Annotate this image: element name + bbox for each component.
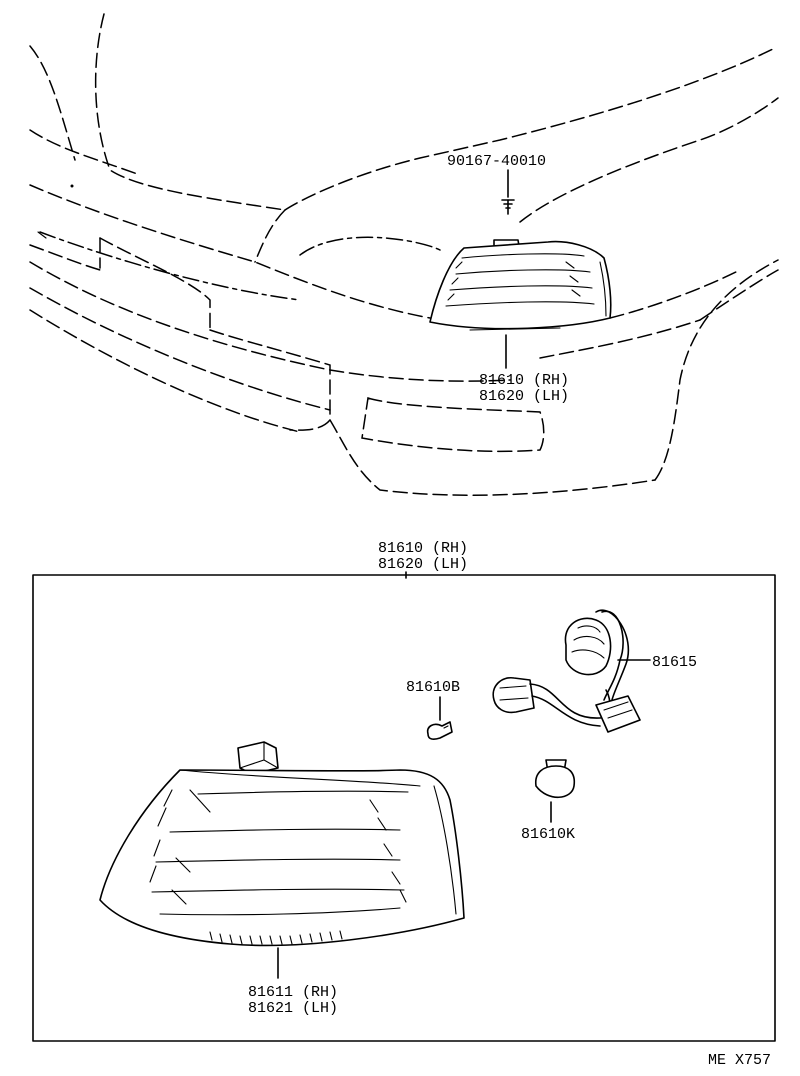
socket-wire-harness: [492, 609, 641, 733]
assy-rh-label: 81610 (RH): [378, 540, 468, 557]
small-bulb-icon: [426, 721, 453, 740]
assembly-frame: [32, 574, 776, 1042]
lens-lh-label: 81621 (LH): [248, 1000, 338, 1017]
vehicle-front-outline: [29, 13, 779, 496]
socket-wire-part-number: 81615: [652, 654, 697, 671]
lamp-assy-lh-label: 81620 (LH): [479, 388, 569, 405]
small-bulb-part-number: 81610B: [406, 679, 460, 696]
lens-rh-label: 81611 (RH): [248, 984, 338, 1001]
assy-lh-label: 81620 (LH): [378, 556, 468, 573]
lamp-assy-rh-label: 81610 (RH): [479, 372, 569, 389]
large-bulb-icon: [534, 759, 576, 799]
figure-code: ME X757: [708, 1052, 771, 1069]
screw-icon: [501, 169, 515, 215]
lamp-lens-housing: [99, 741, 465, 947]
large-bulb-part-number: 81610K: [521, 826, 575, 843]
screw-part-number: 90167-40010: [447, 153, 546, 170]
parking-lamp-installed: [429, 239, 612, 331]
